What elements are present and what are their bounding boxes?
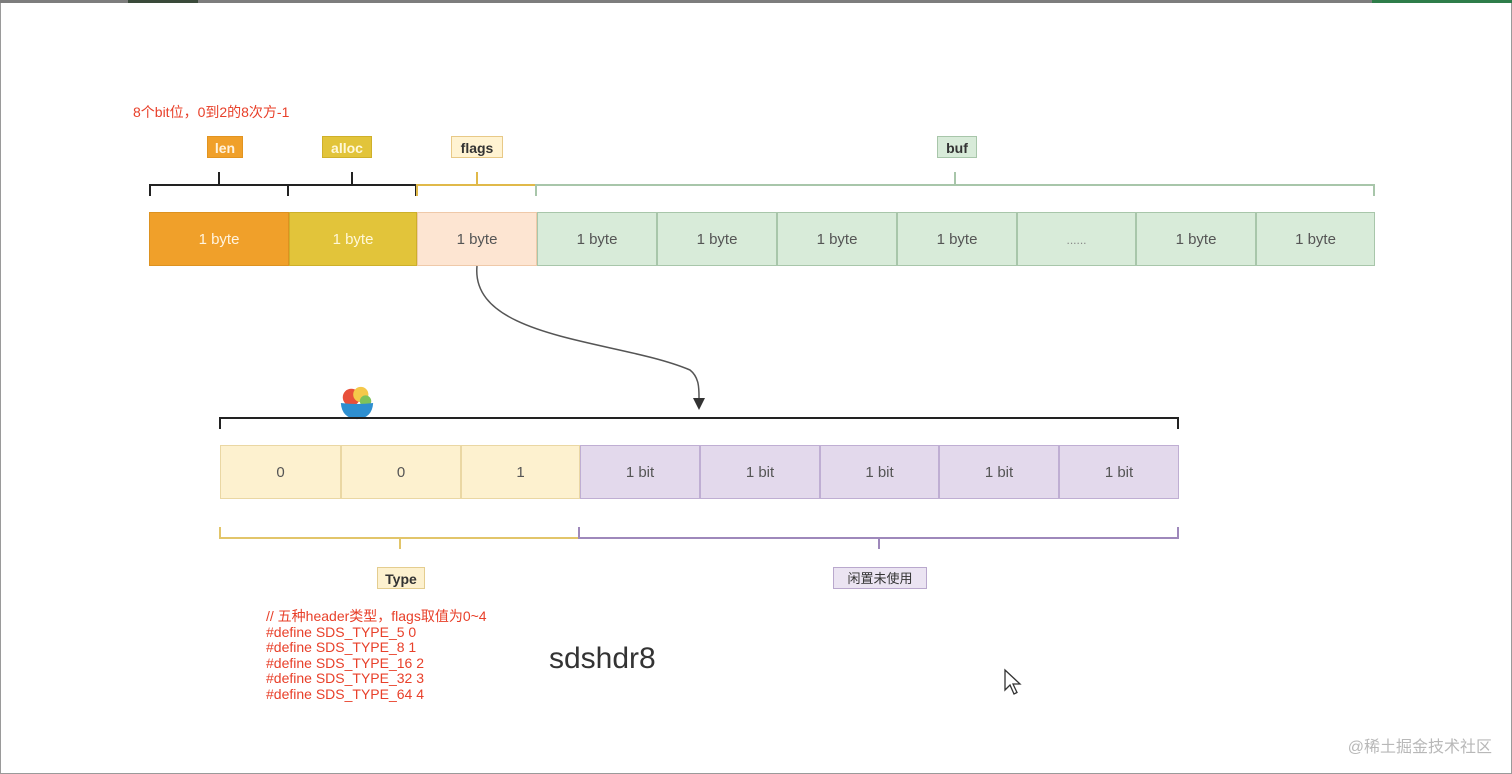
diagram-title: sdshdr8 (549, 642, 656, 675)
flags-tag: flags (451, 136, 503, 158)
unused-bit-cell: 1 bit (1059, 445, 1179, 499)
buf-byte-cell: 1 byte (657, 212, 777, 266)
buf-byte-cell: 1 byte (1256, 212, 1375, 266)
buf-byte-cell: 1 byte (897, 212, 1017, 266)
top-bar (0, 0, 1512, 3)
len-tag: len (207, 136, 243, 158)
type-bit-cell: 0 (341, 445, 461, 499)
type-bit-cell: 1 (461, 445, 580, 499)
unused-bit-cell: 1 bit (700, 445, 820, 499)
code-line: #define SDS_TYPE_8 1 (266, 639, 417, 655)
alloc-byte-cell: 1 byte (289, 212, 417, 266)
code-line: #define SDS_TYPE_16 2 (266, 654, 424, 671)
top-bar-left-accent (128, 0, 198, 3)
buf-tag: buf (937, 136, 977, 158)
code-line: #define SDS_TYPE_5 0 (266, 623, 417, 640)
type-bit-cell: 0 (220, 445, 341, 499)
unused-bit-cell: 1 bit (820, 445, 939, 499)
unused-tag: 闲置未使用 (833, 567, 927, 589)
buf-byte-cell: 1 byte (777, 212, 897, 266)
watermark: @稀土掘金技术社区 (1347, 739, 1492, 756)
type-bracket (219, 527, 580, 549)
buf-byte-cell: 1 byte (1136, 212, 1256, 266)
type-tag: Type (377, 567, 425, 589)
top-bar-right-accent (1372, 0, 1512, 3)
flags-bits-bracket (219, 417, 1179, 429)
code-comment: // 五种header类型，flags取值为0~4 (266, 608, 487, 624)
alloc-tag: alloc (322, 136, 372, 158)
unused-bracket (578, 527, 1179, 549)
len-byte-cell: 1 byte (149, 212, 289, 266)
unused-bit-cell: 1 bit (939, 445, 1059, 499)
type-defines-code: // 五种header类型，flags取值为0~4 #define SDS_TY… (266, 608, 487, 702)
code-line: #define SDS_TYPE_64 4 (266, 685, 424, 702)
len-range-note: 8个bit位，0到2的8次方-1 (133, 104, 290, 120)
flags-byte-cell: 1 byte (417, 212, 537, 266)
mouse-cursor-icon (1004, 668, 1022, 695)
buf-bracket (535, 172, 1375, 196)
code-line: #define SDS_TYPE_32 3 (266, 670, 424, 686)
bowl-logo-icon (340, 386, 374, 420)
buf-ellipsis-cell: ...... (1017, 212, 1136, 266)
buf-byte-cell: 1 byte (537, 212, 657, 266)
unused-bit-cell: 1 bit (580, 445, 700, 499)
